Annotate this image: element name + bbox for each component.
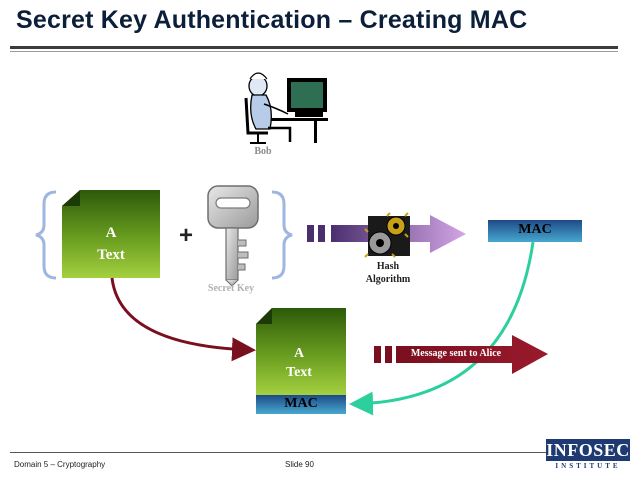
doc-bottom-line2: Text [286,365,312,380]
secret-key-label: Secret Key [207,283,255,294]
plus-sign: + [178,222,193,249]
footer-divider [10,452,550,453]
doc-top-line2: Text [97,247,125,263]
title-divider [10,46,618,49]
plaintext-document-bottom [256,308,346,414]
hash-label-line1: Hash [376,261,400,272]
plaintext-document-top [62,190,160,278]
doc-top-line1: A [105,225,117,241]
hash-label-line2: Algorithm [365,274,411,285]
message-sent-arrow [374,335,548,374]
text-to-message-arrow [110,277,256,362]
footer-domain: Domain 5 – Cryptography [14,460,106,469]
infosec-logo: INFOSEC INSTITUTE [546,439,630,471]
mac-bottom-label: MAC [284,396,318,411]
message-sent-label: Message sent to Alice [410,348,502,359]
footer-slide-number: Slide 90 [285,460,314,469]
mac-box-top [488,220,582,242]
logo-bottom-text: INSTITUTE [555,462,621,470]
right-bracket [271,190,293,280]
bob-label: Bob [254,146,272,157]
computer-user-icon [244,72,328,144]
left-bracket [35,190,57,280]
gears-icon [364,212,410,258]
title-divider-thin [10,51,618,52]
mac-top-label: MAC [518,222,552,237]
logo-top-text: INFOSEC [546,439,630,461]
doc-bottom-line1: A [293,346,305,361]
key-icon [207,185,259,287]
slide-title: Secret Key Authentication – Creating MAC [16,6,528,34]
